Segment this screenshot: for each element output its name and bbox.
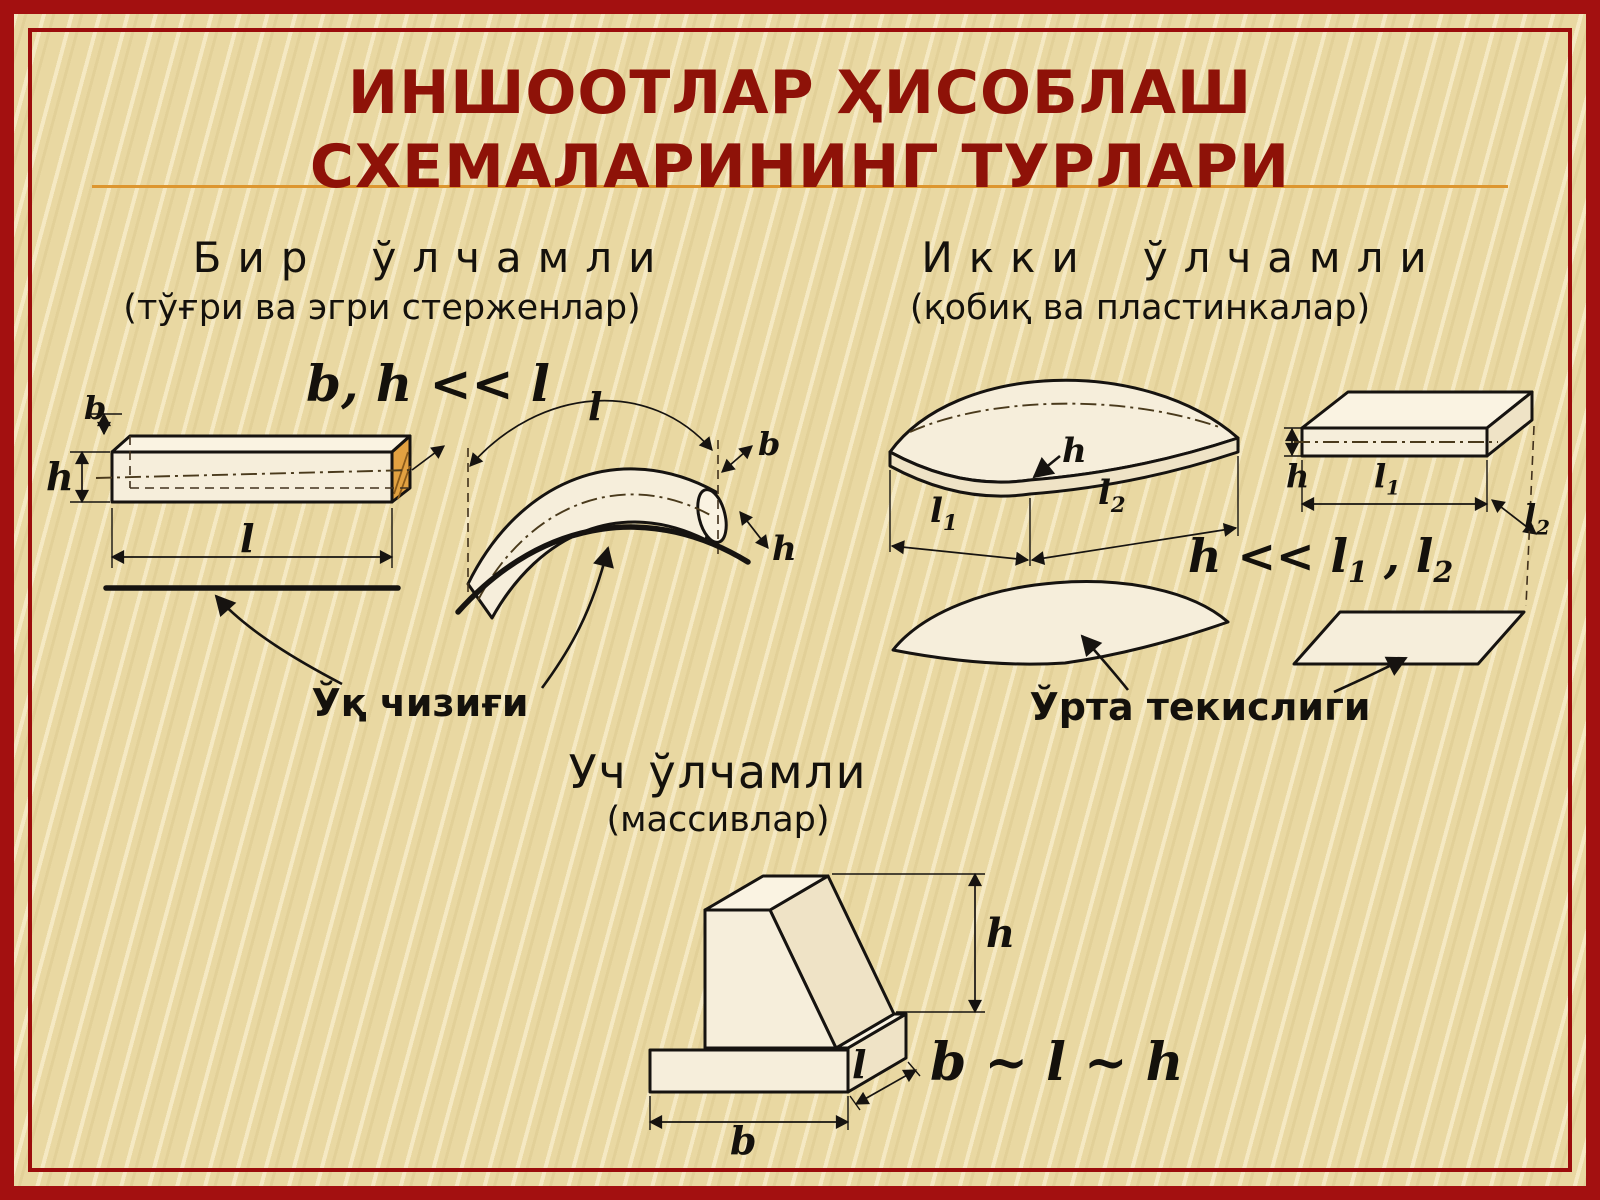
plate-l2-label: l2 — [1524, 497, 1550, 540]
slide-background — [14, 14, 1586, 1186]
axis-line-label: Ўқ чизиғи — [311, 681, 529, 725]
beam-b-label: b — [84, 389, 107, 427]
shell-l1-label: l1 — [930, 491, 958, 535]
two-dim-condition-sub2: 2 — [1433, 555, 1454, 590]
massif-b-label: b — [730, 1118, 757, 1163]
two-dim-condition: h << l1 , l2 — [1188, 529, 1453, 587]
title-line-2: СХЕМАЛАРИНИНГ ТУРЛАРИ — [309, 132, 1291, 202]
rod-h-label: h — [772, 529, 797, 569]
plate-l1-label: l1 — [1374, 457, 1400, 500]
beam-l-label: l — [240, 516, 255, 561]
three-dim-condition: b ~ l ~ h — [930, 1032, 1184, 1093]
two-dim-condition-sub1: 1 — [1348, 555, 1368, 590]
rod-l-label: l — [588, 384, 603, 429]
three-dim-heading: Уч ўлчамли — [568, 745, 868, 799]
massif-l-label: l — [852, 1042, 867, 1087]
two-dim-condition-prefix: h << l — [1188, 529, 1349, 583]
one-dim-condition: b, h << l — [306, 354, 550, 413]
one-dim-heading: Бир ўлчамли — [192, 233, 672, 282]
title-underline — [92, 185, 1508, 188]
massif-h-label: h — [986, 910, 1016, 957]
plate-h-label: h — [1286, 457, 1310, 495]
shell-h-label: h — [1062, 431, 1087, 471]
three-dim-subheading: (массивлар) — [606, 800, 830, 840]
beam-h-label: h — [46, 454, 74, 499]
two-dim-subheading: (қобиқ ва пластинкалар) — [909, 288, 1371, 328]
rod-b-label: b — [758, 425, 781, 463]
middle-plane-label: Ўрта текислиги — [1029, 685, 1371, 729]
title-line-1: ИНШООТЛАР ҲИСОБЛАШ — [347, 58, 1253, 128]
two-dim-condition-mid: , l — [1367, 529, 1434, 583]
one-dim-subheading: (тўғри ва эгри стерженлар) — [123, 288, 641, 328]
shell-l2-label: l2 — [1098, 473, 1126, 517]
two-dim-heading: Икки ўлчамли — [921, 233, 1443, 282]
